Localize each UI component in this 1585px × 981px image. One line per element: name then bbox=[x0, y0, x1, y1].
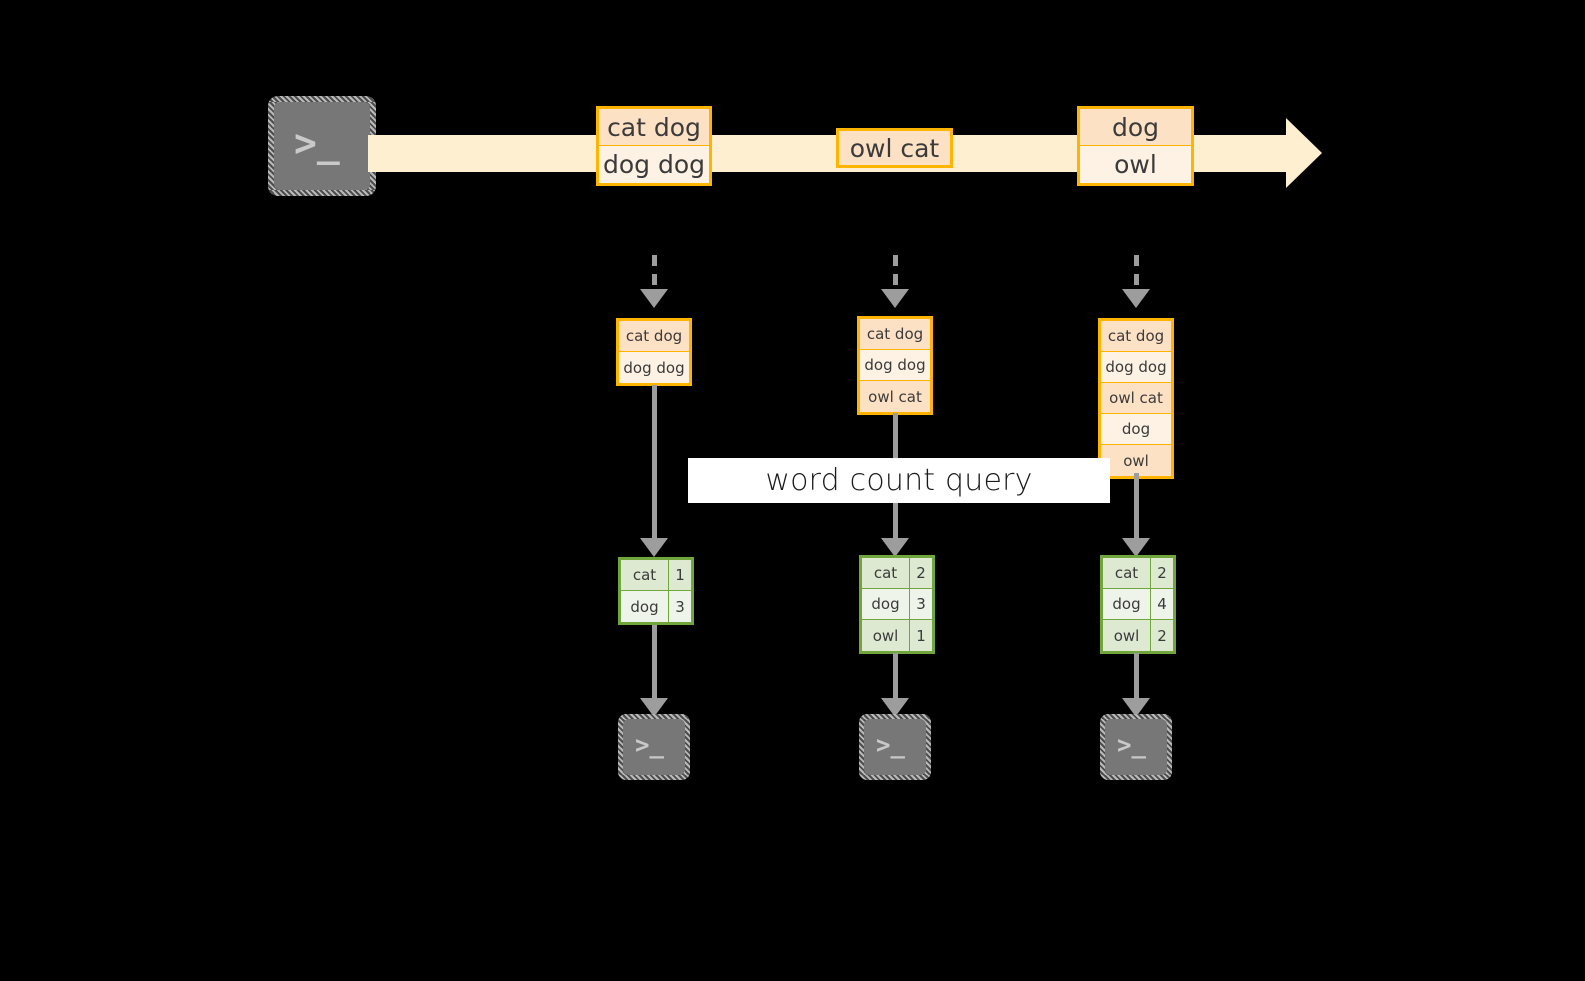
stream-event-box-2[interactable]: owl cat bbox=[836, 128, 953, 168]
result-count: 1 bbox=[916, 626, 926, 645]
accumulator-box-1[interactable]: cat dog dog dog bbox=[616, 318, 692, 386]
query-label-banner: word count query bbox=[688, 458, 1110, 503]
result-table-1[interactable]: cat 1 dog 3 bbox=[618, 557, 694, 625]
result-count: 2 bbox=[1157, 564, 1167, 582]
terminal-screen bbox=[864, 719, 926, 775]
table-row: cat 2 bbox=[862, 558, 932, 589]
accumulated-line: owl cat bbox=[1101, 383, 1171, 414]
result-word: owl bbox=[1103, 620, 1151, 651]
accumulated-line: cat dog bbox=[1101, 321, 1171, 352]
accumulated-line: dog dog bbox=[1101, 352, 1171, 383]
stream-event-box-3[interactable]: dog owl bbox=[1077, 106, 1194, 186]
terminal-screen bbox=[1105, 719, 1167, 775]
result-count: 3 bbox=[675, 597, 685, 616]
result-count: 1 bbox=[675, 566, 685, 584]
result-count: 4 bbox=[1157, 595, 1167, 613]
stream-event-box-1[interactable]: cat dog dog dog bbox=[596, 106, 712, 186]
event-stream-head-joint bbox=[1279, 135, 1289, 172]
accumulated-line: cat dog bbox=[860, 319, 930, 350]
sink-terminal-icon-2: >_ bbox=[859, 714, 931, 780]
table-row: dog 3 bbox=[621, 591, 691, 622]
event-stream-arrowhead bbox=[1286, 118, 1322, 188]
accumulated-line: dog dog bbox=[860, 350, 930, 381]
accumulator-box-3[interactable]: cat dog dog dog owl cat dog owl bbox=[1098, 318, 1174, 479]
result-word: cat bbox=[862, 558, 910, 588]
result-table-3[interactable]: cat 2 dog 4 owl 2 bbox=[1100, 555, 1176, 654]
result-count: 3 bbox=[916, 595, 926, 613]
accumulated-line: cat dog bbox=[619, 321, 689, 352]
event-line: owl bbox=[1080, 146, 1191, 183]
table-row: owl 1 bbox=[862, 620, 932, 651]
arrow-to-result-3 bbox=[1121, 473, 1151, 560]
dashed-arrow-to-accumulator-3 bbox=[1121, 255, 1151, 310]
event-line: owl cat bbox=[839, 131, 950, 165]
accumulator-box-2[interactable]: cat dog dog dog owl cat bbox=[857, 316, 933, 415]
arrow-to-sink-2 bbox=[880, 653, 910, 720]
terminal-prompt-glyph: >_ bbox=[1117, 731, 1146, 759]
arrow-to-sink-1 bbox=[639, 625, 669, 720]
result-word: dog bbox=[1103, 589, 1151, 619]
table-row: owl 2 bbox=[1103, 620, 1173, 651]
accumulated-line: dog bbox=[1101, 414, 1171, 445]
result-word: cat bbox=[1103, 558, 1151, 588]
result-word: dog bbox=[862, 589, 910, 619]
table-row: cat 2 bbox=[1103, 558, 1173, 589]
terminal-prompt-glyph: >_ bbox=[635, 731, 664, 759]
dashed-arrow-to-accumulator-2 bbox=[880, 255, 910, 310]
terminal-screen bbox=[623, 719, 685, 775]
table-row: dog 3 bbox=[862, 589, 932, 620]
result-count: 2 bbox=[1157, 626, 1167, 645]
table-row: dog 4 bbox=[1103, 589, 1173, 620]
terminal-prompt-glyph: >_ bbox=[876, 731, 905, 759]
terminal-prompt-glyph: >_ bbox=[294, 121, 340, 165]
result-word: dog bbox=[621, 591, 669, 622]
result-word: owl bbox=[862, 620, 910, 651]
event-line: dog bbox=[1080, 109, 1191, 146]
result-count: 2 bbox=[916, 564, 926, 582]
table-row: cat 1 bbox=[621, 560, 691, 591]
accumulated-line: owl cat bbox=[860, 381, 930, 412]
dashed-arrow-to-accumulator-1 bbox=[639, 255, 669, 310]
sink-terminal-icon-3: >_ bbox=[1100, 714, 1172, 780]
terminal-screen bbox=[274, 102, 370, 190]
arrow-to-result-1 bbox=[639, 385, 669, 560]
arrow-to-sink-3 bbox=[1121, 653, 1151, 720]
event-line: cat dog bbox=[599, 109, 709, 146]
accumulated-line: dog dog bbox=[619, 352, 689, 383]
event-line: dog dog bbox=[599, 146, 709, 183]
accumulated-line: owl bbox=[1101, 445, 1171, 476]
source-terminal-icon: >_ bbox=[268, 96, 376, 196]
sink-terminal-icon-1: >_ bbox=[618, 714, 690, 780]
result-word: cat bbox=[621, 560, 669, 590]
query-label-text: word count query bbox=[765, 463, 1033, 498]
result-table-2[interactable]: cat 2 dog 3 owl 1 bbox=[859, 555, 935, 654]
